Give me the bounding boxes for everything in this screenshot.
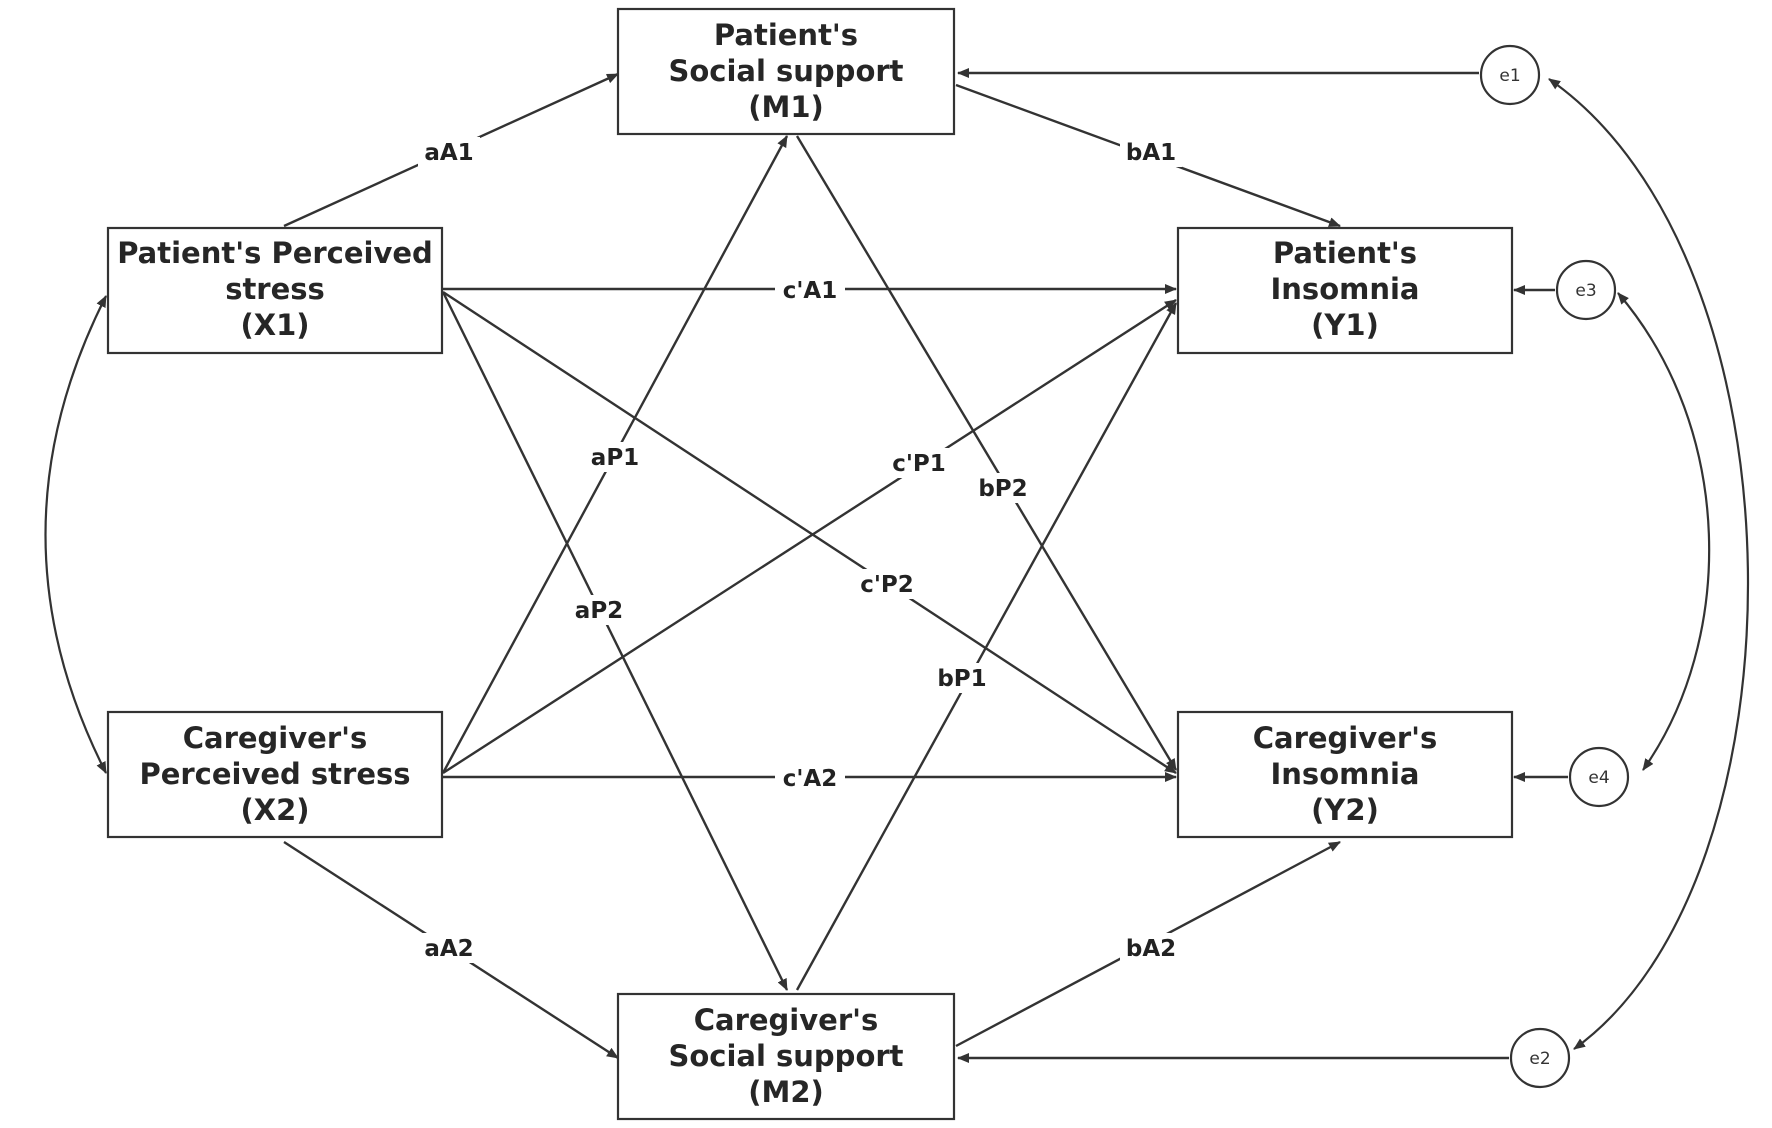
svg-text:Caregiver's: Caregiver's bbox=[1253, 721, 1438, 755]
svg-text:(M2): (M2) bbox=[748, 1075, 824, 1109]
path-label-cA1: c'A1 bbox=[775, 275, 845, 305]
error-term-e4: e4 bbox=[1568, 746, 1630, 808]
path-label-cP1: c'P1 bbox=[886, 448, 952, 478]
svg-text:Caregiver's: Caregiver's bbox=[183, 721, 368, 755]
covariance-e3-e4 bbox=[1617, 292, 1711, 771]
node-Y2-caregiver-insomnia: Caregiver's Insomnia (Y2) bbox=[1176, 710, 1514, 839]
svg-text:stress: stress bbox=[225, 272, 325, 306]
node-Y1-patient-insomnia: Patient's Insomnia (Y1) bbox=[1176, 226, 1514, 355]
path-aP2-line bbox=[441, 291, 789, 991]
svg-text:bA1: bA1 bbox=[1126, 140, 1176, 166]
svg-text:aP2: aP2 bbox=[575, 598, 623, 624]
svg-text:Insomnia: Insomnia bbox=[1271, 757, 1420, 791]
path-cP2-line bbox=[442, 290, 1177, 775]
svg-text:c'P1: c'P1 bbox=[892, 451, 946, 477]
path-label-cP2: c'P2 bbox=[854, 569, 920, 599]
error-term-e2: e2 bbox=[1509, 1027, 1571, 1089]
svg-text:c'P2: c'P2 bbox=[860, 572, 914, 598]
path-label-bA1: bA1 bbox=[1120, 137, 1182, 167]
path-label-bP1: bP1 bbox=[933, 663, 991, 693]
path-label-aA2: aA2 bbox=[418, 933, 480, 963]
svg-text:bP1: bP1 bbox=[937, 666, 986, 692]
error-term-e1: e1 bbox=[1479, 44, 1541, 106]
svg-text:(X2): (X2) bbox=[240, 793, 309, 827]
svg-text:e4: e4 bbox=[1588, 768, 1609, 788]
svg-text:Perceived stress: Perceived stress bbox=[139, 757, 410, 791]
svg-text:(M1): (M1) bbox=[748, 90, 824, 124]
covariance-e1-e2 bbox=[1548, 78, 1749, 1050]
svg-text:Patient's: Patient's bbox=[1273, 236, 1417, 270]
svg-text:Social support: Social support bbox=[668, 54, 903, 88]
svg-text:e2: e2 bbox=[1529, 1049, 1550, 1069]
path-label-aP1: aP1 bbox=[586, 442, 644, 472]
svg-text:aP1: aP1 bbox=[591, 445, 639, 471]
node-M2-caregiver-social-support: Caregiver's Social support (M2) bbox=[616, 992, 956, 1121]
svg-text:bA2: bA2 bbox=[1126, 936, 1176, 962]
path-bP2-line bbox=[795, 135, 1178, 771]
node-M1-patient-social-support: Patient's Social support (M1) bbox=[616, 7, 956, 136]
node-X2-caregiver-perceived-stress: Caregiver's Perceived stress (X2) bbox=[106, 710, 444, 839]
svg-text:c'A1: c'A1 bbox=[783, 278, 837, 304]
svg-text:Patient's: Patient's bbox=[714, 18, 858, 52]
path-label-cA2: c'A2 bbox=[775, 763, 845, 793]
svg-text:aA1: aA1 bbox=[424, 140, 473, 166]
path-bP1-line bbox=[795, 302, 1178, 991]
svg-text:Caregiver's: Caregiver's bbox=[694, 1003, 879, 1037]
svg-text:bP2: bP2 bbox=[978, 476, 1027, 502]
svg-text:Patient's Perceived: Patient's Perceived bbox=[117, 236, 433, 270]
svg-text:e1: e1 bbox=[1499, 66, 1520, 86]
node-X1-patient-perceived-stress: Patient's Perceived stress (X1) bbox=[106, 226, 444, 355]
svg-text:c'A2: c'A2 bbox=[783, 766, 837, 792]
path-cP1-line bbox=[442, 298, 1177, 775]
path-label-aA1: aA1 bbox=[418, 137, 480, 167]
svg-text:(Y2): (Y2) bbox=[1311, 793, 1379, 827]
svg-text:aA2: aA2 bbox=[424, 936, 473, 962]
svg-text:(Y1): (Y1) bbox=[1311, 308, 1379, 342]
covariance-X1-X2 bbox=[44, 295, 107, 774]
svg-text:Insomnia: Insomnia bbox=[1271, 272, 1420, 306]
path-label-bP2: bP2 bbox=[974, 473, 1032, 503]
path-label-aP2: aP2 bbox=[570, 595, 628, 625]
svg-text:(X1): (X1) bbox=[240, 308, 309, 342]
svg-text:e3: e3 bbox=[1575, 281, 1596, 301]
path-label-bA2: bA2 bbox=[1120, 933, 1182, 963]
svg-text:Social support: Social support bbox=[668, 1039, 903, 1073]
error-term-e3: e3 bbox=[1555, 259, 1617, 321]
